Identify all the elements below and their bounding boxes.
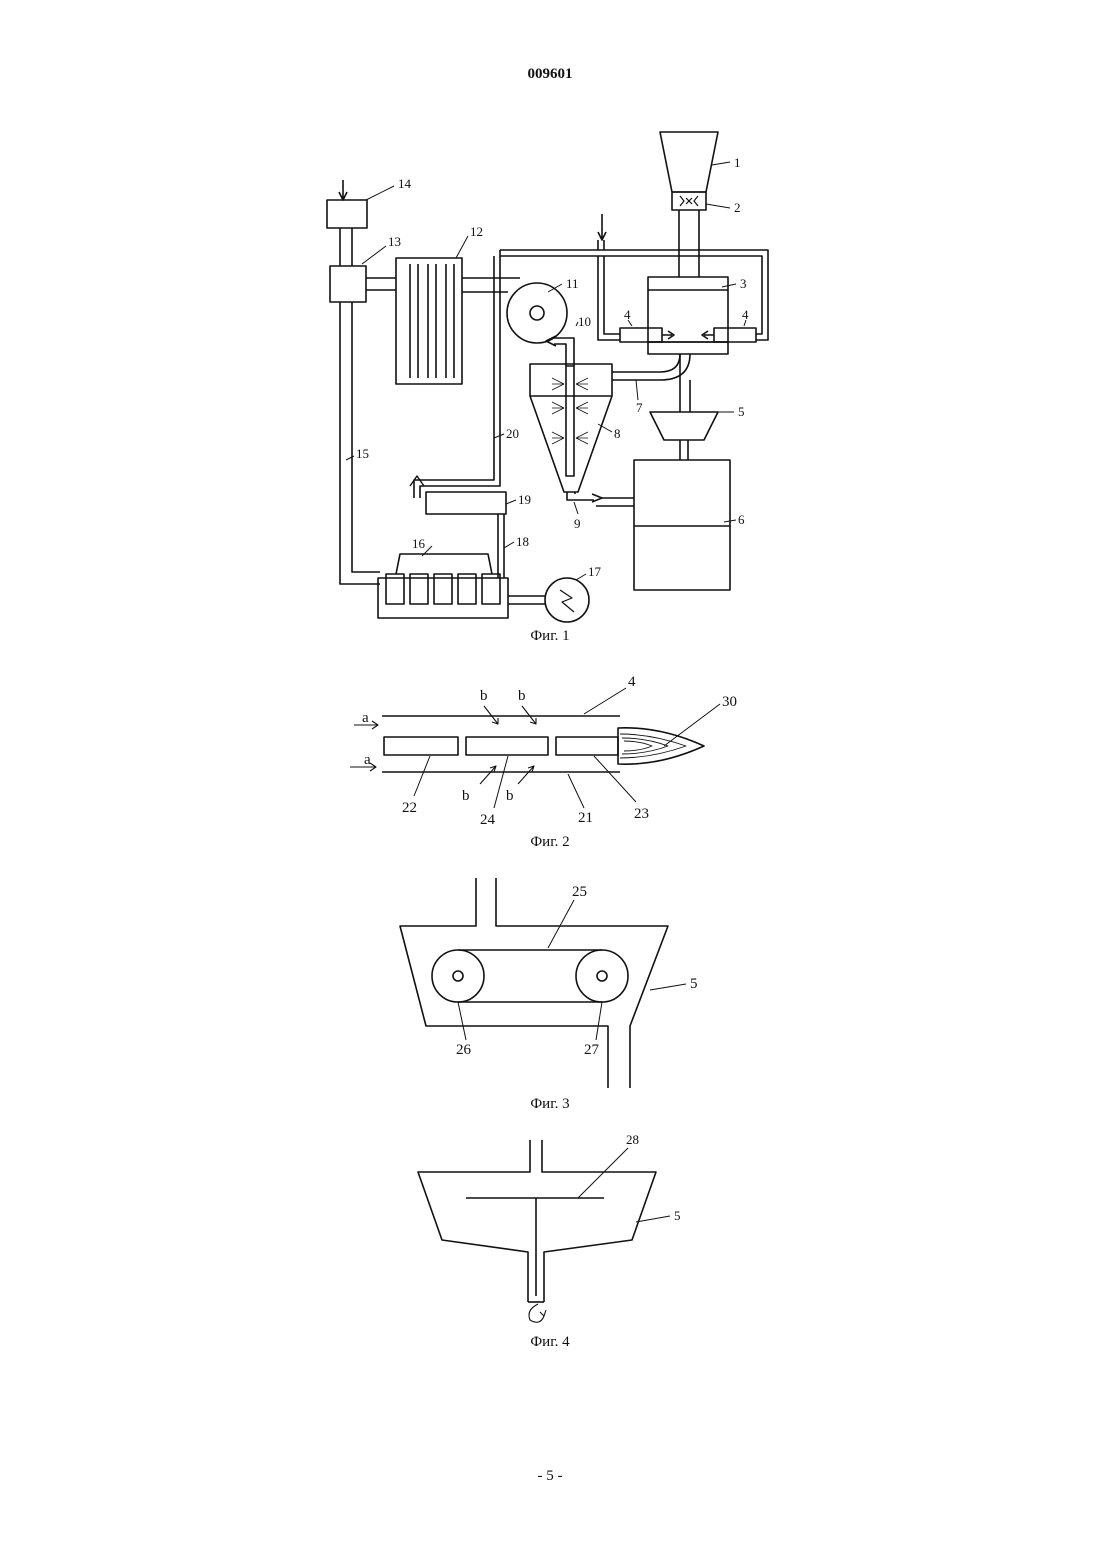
fig1-label-18: 18 [516, 534, 529, 549]
fig1-label-4b: 4 [742, 307, 749, 322]
fig1-label-4a: 4 [624, 307, 631, 322]
fig2-label-4: 4 [628, 674, 636, 690]
fig2-label-a-top: a [362, 710, 369, 726]
fig1-caption: Фиг. 1 [530, 628, 569, 644]
page-number: - 5 - [0, 1468, 1100, 1485]
fig1-label-8: 8 [614, 426, 621, 441]
fig1-label-14: 14 [398, 176, 412, 191]
fig1-label-3: 3 [740, 276, 747, 291]
fig2-label-23: 23 [634, 806, 649, 822]
fig3-label-5: 5 [690, 976, 698, 992]
fig4-caption: Фиг. 4 [530, 1334, 570, 1350]
fig1-label-12: 12 [470, 224, 483, 239]
figure-1-drawing [327, 132, 768, 622]
fig2-label-24: 24 [480, 812, 496, 828]
fig4-label-5: 5 [674, 1208, 681, 1223]
fig2-label-22: 22 [402, 800, 417, 816]
fig2-label-b3: b [462, 788, 470, 804]
fig3-label-25: 25 [572, 884, 587, 900]
figure-3-drawing [400, 878, 686, 1088]
fig1-label-2: 2 [734, 200, 741, 215]
fig1-label-11: 11 [566, 276, 579, 291]
fig1-label-13: 13 [388, 234, 401, 249]
fig3-label-26: 26 [456, 1042, 472, 1058]
figure-2-drawing [350, 688, 720, 808]
fig1-label-19: 19 [518, 492, 531, 507]
fig1-label-20: 20 [506, 426, 519, 441]
fig1-label-1: 1 [734, 155, 741, 170]
fig1-label-10: 10 [578, 314, 591, 329]
fig2-label-a-bottom: a [364, 752, 371, 768]
fig1-label-17: 17 [588, 564, 602, 579]
fig3-label-27: 27 [584, 1042, 600, 1058]
fig2-label-b1: b [480, 688, 488, 704]
fig1-label-15: 15 [356, 446, 369, 461]
fig4-label-28: 28 [626, 1132, 639, 1147]
fig2-label-b4: b [506, 788, 514, 804]
fig2-label-b2: b [518, 688, 526, 704]
fig1-label-5: 5 [738, 404, 745, 419]
fig3-caption: Фиг. 3 [530, 1096, 569, 1112]
fig1-label-9: 9 [574, 516, 581, 531]
fig2-label-21: 21 [578, 810, 593, 826]
fig1-label-16: 16 [412, 536, 426, 551]
fig1-label-7: 7 [636, 400, 643, 415]
fig2-caption: Фиг. 2 [530, 834, 569, 850]
figure-4-drawing [418, 1140, 670, 1322]
fig2-label-30: 30 [722, 694, 737, 710]
fig1-label-6: 6 [738, 512, 745, 527]
